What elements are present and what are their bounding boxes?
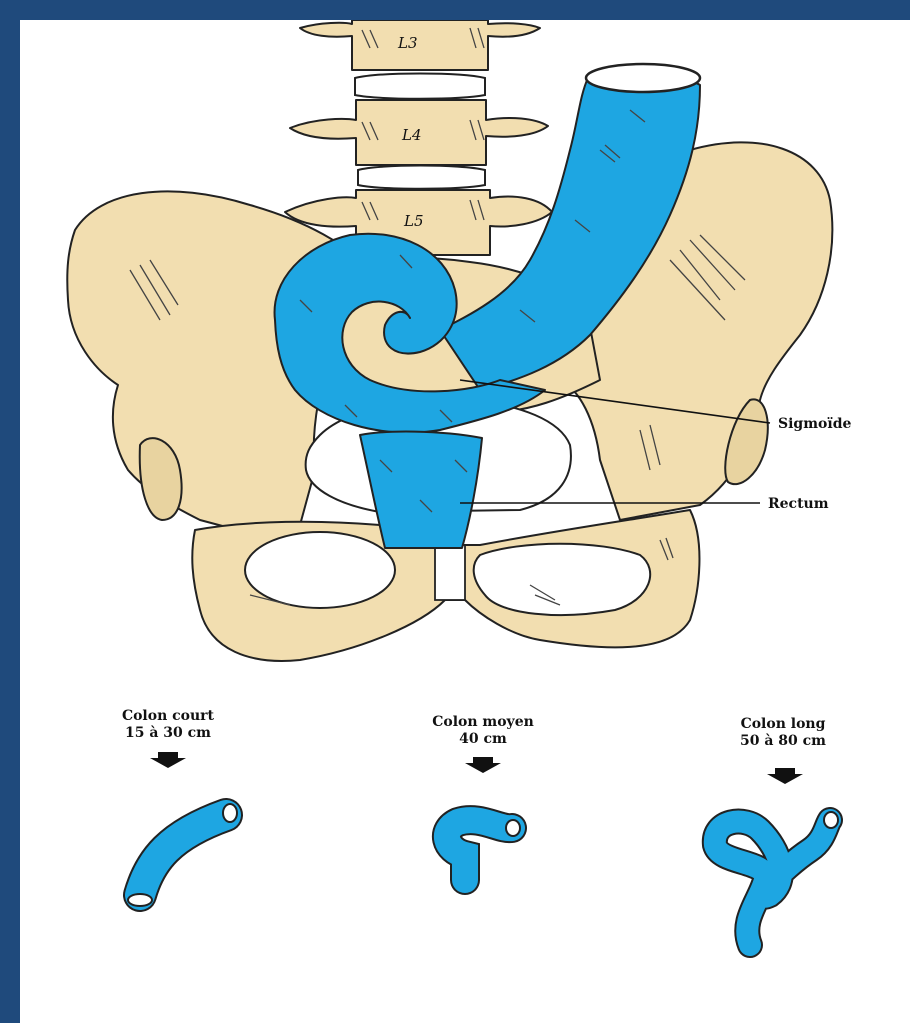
label-l3: L3: [397, 34, 418, 52]
arrow-down-icon: [150, 752, 186, 768]
vertebra-l3: [300, 20, 540, 70]
label-sigmoid: Sigmoïde: [778, 416, 851, 432]
label-l5: L5: [403, 212, 424, 230]
short-colon-start: [223, 804, 237, 822]
short-colon-end: [128, 894, 152, 906]
lumbar-spine: L3 L4 L5: [285, 20, 552, 255]
variant-medium: Colon moyen 40 cm: [432, 714, 534, 880]
arrow-down-icon: [767, 768, 803, 784]
label-rectum: Rectum: [768, 496, 829, 512]
long-colon-shape: [715, 820, 830, 945]
label-l4: L4: [401, 126, 422, 144]
variant-medium-length: 40 cm: [459, 731, 507, 747]
long-colon-start: [824, 812, 838, 828]
arrow-down-icon: [465, 757, 501, 773]
illustration-panel: L3 L4 L5: [20, 20, 910, 1023]
variant-long-length: 50 à 80 cm: [740, 733, 826, 749]
disc-l3-l4: [355, 74, 485, 99]
disc-l4-l5: [358, 166, 485, 189]
sigmoid-anatomy-diagram: L3 L4 L5: [20, 20, 910, 1023]
variant-medium-name: Colon moyen: [432, 714, 534, 730]
pubic-symphysis: [435, 545, 465, 600]
variant-short-length: 15 à 30 cm: [125, 725, 211, 741]
variant-short-name: Colon court: [122, 708, 215, 724]
medium-colon-start: [506, 820, 520, 836]
colon-lumen-opening: [586, 64, 700, 92]
variant-short: Colon court 15 à 30 cm: [122, 708, 237, 906]
left-obturator-foramen: [245, 532, 395, 608]
variant-long: Colon long 50 à 80 cm: [715, 716, 838, 945]
variant-long-name: Colon long: [741, 716, 826, 732]
right-obturator-foramen: [474, 544, 651, 615]
